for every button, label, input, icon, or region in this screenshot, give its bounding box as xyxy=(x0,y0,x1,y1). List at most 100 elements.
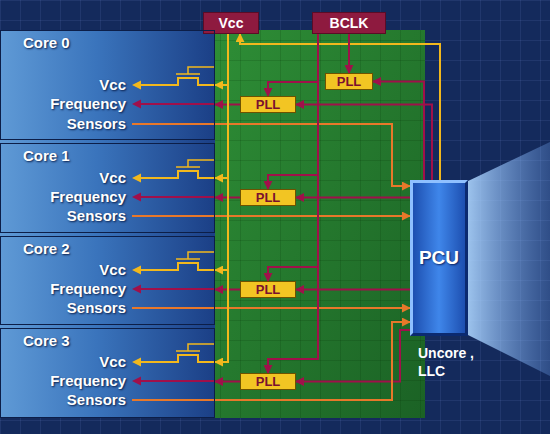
core-label: Core 3 xyxy=(23,332,70,349)
uncore-region xyxy=(215,30,425,418)
pll-box: PLL xyxy=(240,373,296,390)
signal-name: Frequency xyxy=(50,95,126,112)
arrowhead xyxy=(132,266,141,275)
signal-name: Sensors xyxy=(67,299,126,316)
core-label: Core 1 xyxy=(23,147,70,164)
text-slot: Vcc xyxy=(1,260,126,280)
gate-wire xyxy=(176,160,215,167)
signal-connector xyxy=(215,322,410,400)
arrowhead xyxy=(132,174,141,183)
region-label: Uncore , LLC xyxy=(418,345,474,379)
signal-connector xyxy=(240,34,440,180)
text-slot: Core 3 xyxy=(23,331,70,351)
signal-connector xyxy=(268,34,318,96)
text-slot: Frequency xyxy=(1,94,126,114)
signal-connector xyxy=(373,82,424,181)
text-slot: Frequency xyxy=(1,279,126,299)
pcu-glow xyxy=(466,142,550,376)
signal-connector xyxy=(215,215,410,217)
power-gate xyxy=(140,355,215,362)
pcu-label: PCU xyxy=(419,247,459,269)
signal-name: Frequency xyxy=(50,188,126,205)
text-slot: Vcc xyxy=(1,75,126,95)
supply-label: Vcc xyxy=(219,15,244,31)
text-slot: Frequency xyxy=(1,187,126,207)
core-label: Core 0 xyxy=(23,34,70,51)
power-gate xyxy=(140,171,215,178)
core-box: Core 0 VccFrequencySensors xyxy=(0,30,215,140)
pll-label: PLL xyxy=(256,190,281,205)
core-column xyxy=(0,30,215,418)
signal-connector xyxy=(268,34,318,281)
signal-connector xyxy=(296,197,410,199)
text-slot: Sensors xyxy=(1,206,126,226)
signal-connector xyxy=(296,289,410,291)
signal-connector xyxy=(215,34,228,270)
signal-name: Frequency xyxy=(50,280,126,297)
text-slot: Uncore , LLC xyxy=(418,344,498,380)
core-box: Core 2 VccFrequencySensors xyxy=(0,236,215,325)
frequency-wire xyxy=(140,380,215,382)
text-slot: Vcc xyxy=(1,352,126,372)
signal-connector xyxy=(215,381,240,383)
gate-wire xyxy=(176,252,215,259)
signal-connector xyxy=(215,34,228,85)
clock-box: BCLK xyxy=(312,12,386,34)
signal-name: Vcc xyxy=(99,353,126,370)
pll-box: PLL xyxy=(240,281,296,298)
signal-connector xyxy=(348,34,350,73)
signal-connector xyxy=(296,105,432,181)
text-slot: Sensors xyxy=(1,114,126,134)
sensor-wire xyxy=(132,123,215,125)
power-gate xyxy=(140,78,215,85)
signal-name: Sensors xyxy=(67,207,126,224)
text-slot: Vcc xyxy=(1,168,126,188)
pll-box: PLL xyxy=(325,73,373,90)
pll-label: PLL xyxy=(256,282,281,297)
signal-connector xyxy=(215,34,228,362)
uncore-grid xyxy=(215,30,425,418)
text-slot: Core 0 xyxy=(23,33,70,53)
core-wiring xyxy=(132,67,215,400)
frequency-wire xyxy=(140,288,215,290)
text-slot: Sensors xyxy=(1,298,126,318)
arrowhead xyxy=(132,285,141,294)
gate-wire xyxy=(176,67,215,74)
core-arrowheads xyxy=(132,81,141,386)
pll-box: PLL xyxy=(240,96,296,113)
pll-box: PLL xyxy=(240,189,296,206)
signal-name: Vcc xyxy=(99,261,126,278)
sensor-wire xyxy=(132,399,215,401)
arrowhead xyxy=(132,193,141,202)
signal-name: Vcc xyxy=(99,76,126,93)
signal-connector xyxy=(215,124,410,186)
text-slot: Core 2 xyxy=(23,239,70,259)
power-gate xyxy=(140,263,215,270)
text-slot: Frequency xyxy=(1,371,126,391)
arrowhead xyxy=(132,100,141,109)
signal-connector xyxy=(215,307,410,309)
text-slot: Sensors xyxy=(1,390,126,410)
core-box: Core 1 VccFrequencySensors xyxy=(0,143,215,233)
arrowhead xyxy=(132,377,141,386)
text-slot: Core 1 xyxy=(23,146,70,166)
frequency-wire xyxy=(140,103,215,105)
signal-name: Frequency xyxy=(50,372,126,389)
signal-name: Sensors xyxy=(67,391,126,408)
sensor-wire xyxy=(132,215,215,217)
core-box: Core 3 VccFrequencySensors xyxy=(0,328,215,418)
arrowhead xyxy=(132,358,141,367)
sensor-wire xyxy=(132,307,215,309)
signal-name: Vcc xyxy=(99,169,126,186)
core-label: Core 2 xyxy=(23,240,70,257)
clock-label: BCLK xyxy=(330,15,369,31)
pll-label: PLL xyxy=(256,97,281,112)
frequency-wire xyxy=(140,196,215,198)
pll-label: PLL xyxy=(337,74,362,89)
gate-wire xyxy=(176,344,215,351)
signal-name: Sensors xyxy=(67,115,126,132)
pll-label: PLL xyxy=(256,374,281,389)
pcu-block: PCU xyxy=(410,180,468,336)
